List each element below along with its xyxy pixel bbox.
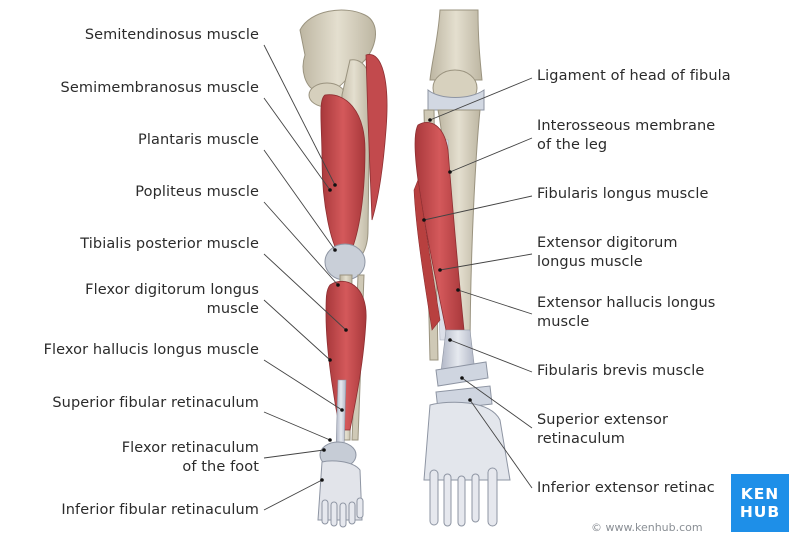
label-line: Extensor hallucis longus: [537, 295, 716, 311]
label-flexor-hallucis-longus: Flexor hallucis longus muscle: [44, 341, 259, 360]
label-line: Superior extensor: [537, 412, 669, 428]
knee-ligaments: [427, 88, 485, 111]
posterior-leg-figure: [299, 9, 388, 528]
label-flexor-retinaculum: Flexor retinaculum of the foot: [122, 439, 259, 477]
label-inferior-fibular-retinaculum: Inferior fibular retinaculum: [61, 501, 259, 520]
label-line: Flexor hallucis longus muscle: [43, 342, 259, 358]
label-line: Plantaris muscle: [138, 132, 259, 148]
label-line: of the foot: [182, 459, 259, 475]
label-semimembranosus: Semimembranosus muscle: [61, 79, 259, 98]
label-line: Superior fibular retinaculum: [52, 395, 259, 411]
toe-bones-anterior: [429, 467, 498, 527]
femur-bone-anterior: [429, 9, 483, 81]
label-line: Inferior extensor retinac: [537, 480, 715, 496]
label-line: Extensor digitorum: [537, 235, 678, 251]
logo-line-1: KEN: [740, 485, 780, 503]
label-plantaris: Plantaris muscle: [138, 131, 259, 150]
label-line: retinaculum: [537, 431, 625, 447]
label-superior-extensor-retinaculum: Superior extensor retinaculum: [537, 411, 668, 449]
left-leader-dots: [320, 183, 348, 482]
label-line: muscle: [206, 301, 259, 317]
label-fibularis-brevis: Fibularis brevis muscle: [537, 362, 704, 381]
calf-muscles: [325, 280, 367, 431]
label-line: Interosseous membrane: [537, 118, 716, 134]
label-line: Semitendinosus muscle: [84, 27, 259, 43]
label-line: Tibialis posterior muscle: [80, 236, 259, 252]
label-line: Flexor retinaculum: [121, 440, 259, 456]
label-popliteus: Popliteus muscle: [135, 183, 259, 202]
label-ligament-head-fibula: Ligament of head of fibula: [537, 67, 731, 86]
foot-bones-anterior: [423, 401, 511, 481]
copyright-notice: © www.kenhub.com: [591, 521, 703, 534]
label-superior-fibular-retinaculum: Superior fibular retinaculum: [52, 394, 259, 413]
label-extensor-hallucis-longus: Extensor hallucis longus muscle: [537, 294, 715, 332]
label-semitendinosus: Semitendinosus muscle: [85, 26, 259, 45]
kenhub-logo[interactable]: KEN HUB: [731, 474, 789, 532]
fibularis-muscles: [413, 178, 441, 331]
label-interosseous-membrane: Interosseous membrane of the leg: [537, 117, 715, 155]
label-line: Popliteus muscle: [135, 184, 259, 200]
label-flexor-digitorum-longus: Flexor digitorum longus muscle: [85, 281, 259, 319]
lateral-muscle: [365, 54, 388, 221]
label-line: Ligament of head of fibula: [537, 68, 731, 84]
label-line: Flexor digitorum longus: [85, 282, 259, 298]
label-fibularis-longus: Fibularis longus muscle: [537, 185, 709, 204]
label-line: Inferior fibular retinaculum: [61, 502, 259, 518]
anterior-leg-figure: [413, 9, 511, 527]
label-extensor-digitorum-longus: Extensor digitorum longus muscle: [537, 234, 678, 272]
toe-bones-posterior: [321, 497, 364, 528]
right-leader-dots: [422, 118, 472, 402]
label-line: of the leg: [537, 137, 608, 153]
label-line: Fibularis brevis muscle: [537, 363, 705, 379]
label-line: Semimembranosus muscle: [60, 80, 259, 96]
left-leader-lines: [263, 44, 347, 511]
label-tibialis-posterior: Tibialis posterior muscle: [80, 235, 259, 254]
tendons-posterior: [335, 379, 347, 451]
right-leader-lines: [423, 77, 533, 489]
label-line: longus muscle: [537, 254, 643, 270]
superior-extensor-retinaculum-band: [435, 361, 489, 387]
label-line: muscle: [537, 314, 590, 330]
label-inferior-extensor-retinaculum: Inferior extensor retinac: [537, 479, 733, 498]
logo-line-2: HUB: [739, 503, 781, 521]
label-line: Fibularis longus muscle: [537, 186, 709, 202]
